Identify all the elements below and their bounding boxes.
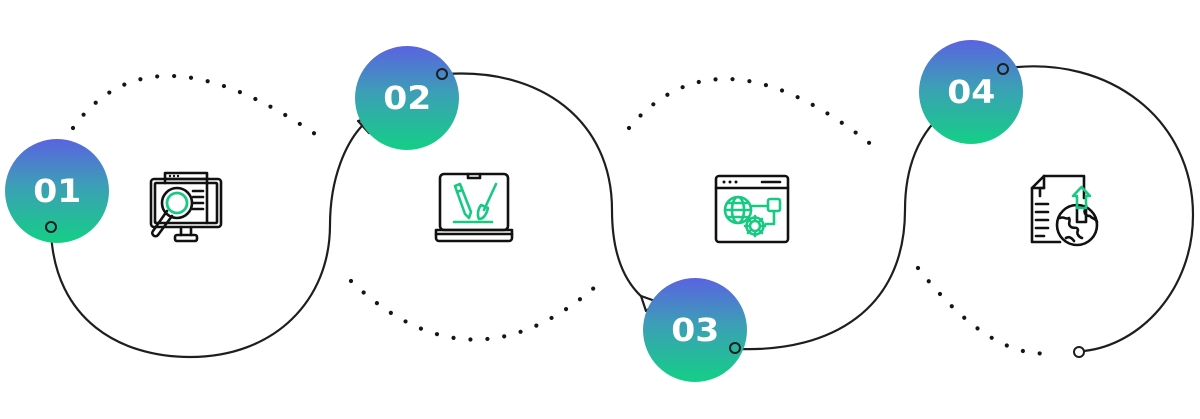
node-start-01 [45,221,57,233]
step-badge-04: 04 [919,40,1023,144]
laptop-design-icon [434,172,514,243]
connector-02-03 [445,72,650,304]
dotted-arc-top-1 [70,73,321,139]
step-badge-02: 02 [355,46,459,150]
node-out-03 [729,342,741,354]
connector-03-04 [738,114,942,351]
step-badge-03: 03 [643,278,747,382]
connector-01-02 [49,118,370,359]
dotted-arc-bottom-2 [348,278,598,342]
document-globe-upload-icon [1030,174,1099,247]
step-badge-01: 01 [5,139,109,243]
node-out-04 [997,63,1009,75]
monitor-search-icon [149,171,223,243]
node-end [1073,346,1085,358]
step-number-01: 01 [32,172,82,210]
connector-04-end [1006,65,1195,353]
node-out-02 [436,68,448,80]
step-number-04: 04 [946,73,996,111]
step-number-03: 03 [670,311,720,349]
step-number-02: 02 [382,79,432,117]
dotted-arc-top-3 [626,76,881,153]
browser-globe-gear-icon [714,174,790,244]
